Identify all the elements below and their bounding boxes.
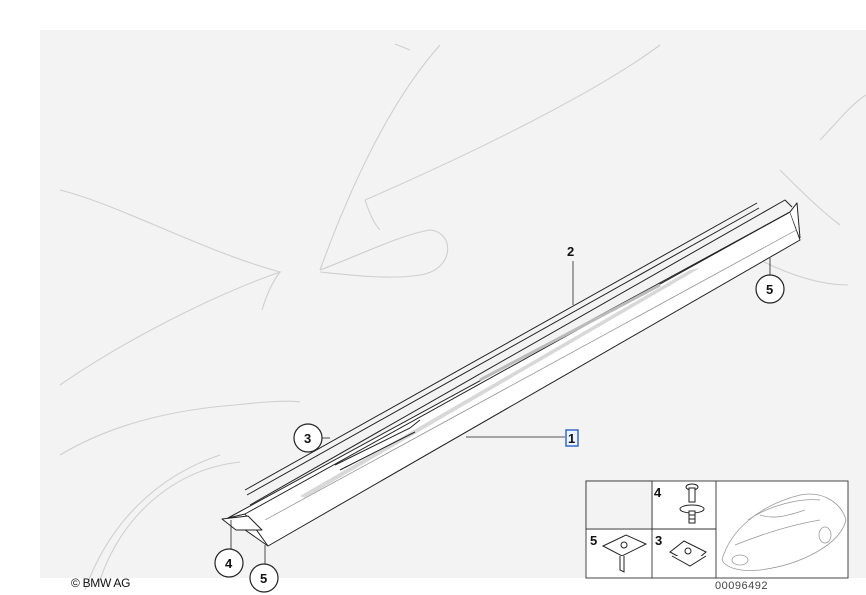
- callout-3-label: 3: [304, 431, 311, 446]
- callout-1[interactable]: 1: [565, 429, 579, 447]
- callout-4[interactable]: 4: [214, 548, 244, 578]
- callout-5-right-label: 5: [766, 282, 773, 297]
- callout-2-label: 2: [567, 244, 574, 259]
- car-thumbnail: [721, 493, 847, 571]
- copyright-notice: © BMW AG: [71, 576, 131, 590]
- sill-texture: [479, 283, 661, 382]
- inset-part-5-label: 5: [590, 533, 597, 548]
- retaining-clip-icon: [669, 540, 707, 567]
- screw-icon: [679, 483, 705, 524]
- callout-5-left[interactable]: 5: [249, 563, 279, 593]
- sill-shadow: [300, 268, 700, 498]
- callout-3[interactable]: 3: [293, 423, 323, 453]
- callout-5-left-label: 5: [260, 571, 267, 586]
- car-body-outline: [59, 43, 866, 591]
- side-sill-part: [221, 199, 801, 547]
- callout-4-label: 4: [225, 556, 233, 571]
- inset-panel: 4 5 3: [585, 480, 849, 579]
- clip-nut-icon: [601, 534, 648, 573]
- leader-lines: [230, 258, 771, 566]
- sealing-strip-part: [244, 202, 760, 496]
- inset-part-4-label: 4: [654, 485, 662, 500]
- inset-part-3-label: 3: [655, 533, 662, 548]
- diagram-number: 00096492: [715, 580, 768, 592]
- callout-1-label: 1: [568, 431, 575, 446]
- callout-5-right[interactable]: 5: [755, 274, 785, 304]
